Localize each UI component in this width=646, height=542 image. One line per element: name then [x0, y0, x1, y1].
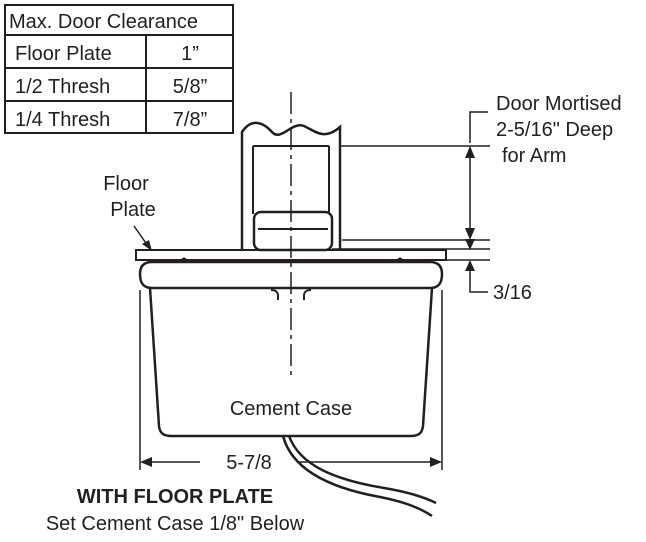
floor-plate-label: Plate	[110, 199, 156, 221]
case-rim	[138, 260, 444, 290]
clearance-table	[4, 4, 234, 134]
cable-wire	[287, 435, 437, 505]
arrowhead	[142, 240, 152, 251]
floor-plate-label: Floor	[103, 173, 149, 195]
case-width-dimension	[139, 290, 443, 470]
table-row-value: 7/8”	[173, 109, 207, 131]
floor-plate-bar	[135, 249, 447, 261]
door-mortised-label: Door Mortised	[496, 93, 622, 115]
plate-thickness-dimension	[446, 259, 490, 293]
case-body	[148, 287, 434, 438]
door-mortised-label: for Arm	[502, 145, 566, 167]
case-inner-left	[270, 289, 279, 300]
mortise-dimension	[332, 111, 490, 250]
arrowhead	[465, 239, 475, 250]
table-row-value: 5/8”	[173, 76, 207, 98]
case-width-label: 5-7/8	[226, 452, 272, 474]
cable	[281, 435, 437, 518]
closer-arm	[252, 210, 334, 252]
plate-thickness-label: 3/16	[493, 282, 532, 304]
caption-subtitle: Set Cement Case 1/8" Below	[46, 513, 305, 535]
arrowhead	[465, 228, 475, 240]
table-row-label: Floor Plate	[15, 43, 112, 65]
leader-line	[469, 111, 488, 143]
cement-case-label: Cement Case	[230, 398, 352, 420]
leader-line	[469, 264, 488, 293]
arrowhead	[430, 457, 442, 467]
caption-title: WITH FLOOR PLATE	[77, 486, 273, 508]
door-outline	[240, 121, 342, 249]
case-inner-right	[303, 289, 312, 300]
cable-wire	[281, 435, 433, 518]
arrowhead	[465, 260, 475, 271]
arrowhead	[465, 146, 475, 158]
table-title: Max. Door Clearance	[9, 11, 198, 33]
arrowhead	[140, 457, 152, 467]
table-row-value: 1”	[181, 43, 199, 65]
table-row-label: 1/4 Thresh	[15, 109, 110, 131]
cement-case	[138, 260, 444, 438]
table-row-label: 1/2 Thresh	[15, 76, 110, 98]
door-mortised-label: 2-5/16" Deep	[496, 119, 613, 141]
